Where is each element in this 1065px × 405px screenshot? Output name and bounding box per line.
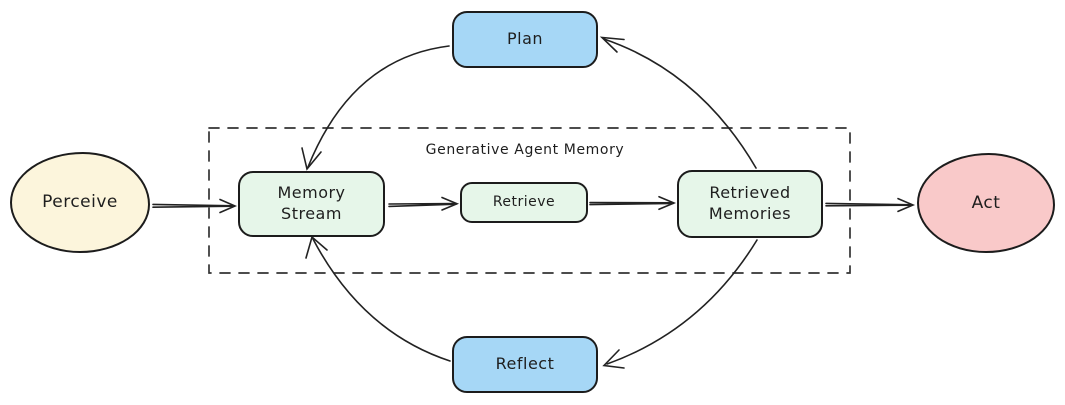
node-reflect: Reflect bbox=[452, 336, 598, 393]
edge-retrieved-memories-to-plan bbox=[599, 36, 757, 169]
node-reflect-label: Reflect bbox=[495, 354, 555, 374]
node-plan-label: Plan bbox=[506, 29, 544, 49]
node-retrieve-label: Retrieve bbox=[492, 194, 556, 211]
edge-memory-stream-to-retrieve bbox=[388, 196, 460, 211]
memory-container-border bbox=[208, 127, 851, 274]
node-act: Act bbox=[917, 153, 1055, 253]
edge-retrieve-to-retrieved-memories bbox=[589, 195, 677, 211]
edge-retrieved-memories-to-reflect bbox=[602, 239, 758, 369]
node-memory-stream-label: Memory Stream bbox=[277, 183, 346, 223]
edge-reflect-to-memory-stream bbox=[305, 235, 451, 362]
node-retrieved-memories: Retrieved Memories bbox=[677, 170, 823, 238]
edge-perceive-to-memory-stream bbox=[152, 198, 238, 214]
node-memory-stream: Memory Stream bbox=[238, 171, 385, 237]
edge-plan-to-memory-stream bbox=[301, 45, 450, 171]
node-retrieved-memories-label: Retrieved Memories bbox=[708, 183, 792, 223]
node-plan: Plan bbox=[452, 11, 598, 68]
node-perceive-label: Perceive bbox=[42, 192, 118, 213]
node-act-label: Act bbox=[971, 192, 1001, 213]
node-retrieve: Retrieve bbox=[460, 182, 588, 223]
memory-container-label: Generative Agent Memory bbox=[425, 142, 625, 158]
edge-retrieved-memories-to-act bbox=[825, 197, 916, 213]
node-perceive: Perceive bbox=[10, 152, 150, 253]
